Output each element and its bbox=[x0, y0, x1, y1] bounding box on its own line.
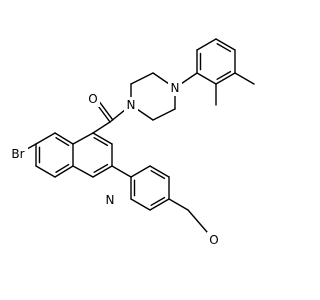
bond-c2-n1 bbox=[92, 165, 113, 178]
bond-x3-me3 bbox=[234, 72, 255, 85]
piperazine-nitrogen-top-label: N bbox=[171, 81, 180, 95]
bond-x2-x3 bbox=[215, 72, 236, 85]
double-bond-a5-a6 bbox=[150, 169, 166, 180]
bromine-atom-label: Br bbox=[11, 147, 24, 161]
bond-om-me4 bbox=[187, 209, 208, 233]
double-bond-x4-x5 bbox=[216, 43, 232, 53]
bond-x5-x6 bbox=[196, 38, 217, 51]
molecule-structure: Br O N N N O bbox=[8, 38, 255, 248]
bond-layer bbox=[17, 38, 255, 233]
piperazine-nitrogen-bottom-label: N bbox=[127, 98, 136, 112]
double-bond-c2-n1 bbox=[93, 163, 109, 174]
bond-c2-a1 bbox=[111, 165, 132, 178]
bond-a5-a6 bbox=[149, 165, 170, 178]
bond-c6-c5 bbox=[35, 132, 56, 145]
bond-x1-x2 bbox=[196, 72, 217, 85]
bond-c4a-c4 bbox=[72, 132, 94, 145]
double-bond-x2-x3 bbox=[216, 70, 232, 81]
bond-n1-c8a bbox=[72, 165, 94, 178]
bond-pipA-pipB bbox=[130, 72, 154, 85]
double-bond-a3-a4 bbox=[150, 196, 166, 207]
bond-c4-cco bbox=[92, 121, 111, 134]
bond-a2-a3 bbox=[130, 198, 151, 211]
bond-c8-c7 bbox=[35, 165, 56, 178]
double-bond-c5-c4a bbox=[55, 137, 70, 147]
bond-c8a-c8 bbox=[54, 165, 74, 178]
bond-a4-om bbox=[168, 198, 189, 211]
atom-label-layer: Br O N N N O bbox=[8, 80, 221, 248]
double-bond-c8a-c8 bbox=[55, 163, 70, 173]
bond-c4-c3 bbox=[92, 132, 113, 145]
bond-pipC-pipD bbox=[152, 108, 176, 121]
bond-a6-a1 bbox=[130, 165, 151, 178]
methoxy-oxygen-label: O bbox=[209, 233, 218, 247]
double-bond-c4-c3 bbox=[93, 136, 109, 147]
bond-c5-c4a bbox=[54, 132, 74, 145]
quinoline-nitrogen-label: N bbox=[106, 193, 115, 207]
bond-a3-a4 bbox=[149, 198, 170, 211]
bond-x4-x5 bbox=[215, 38, 236, 51]
carbonyl-oxygen-label: O bbox=[88, 92, 97, 106]
